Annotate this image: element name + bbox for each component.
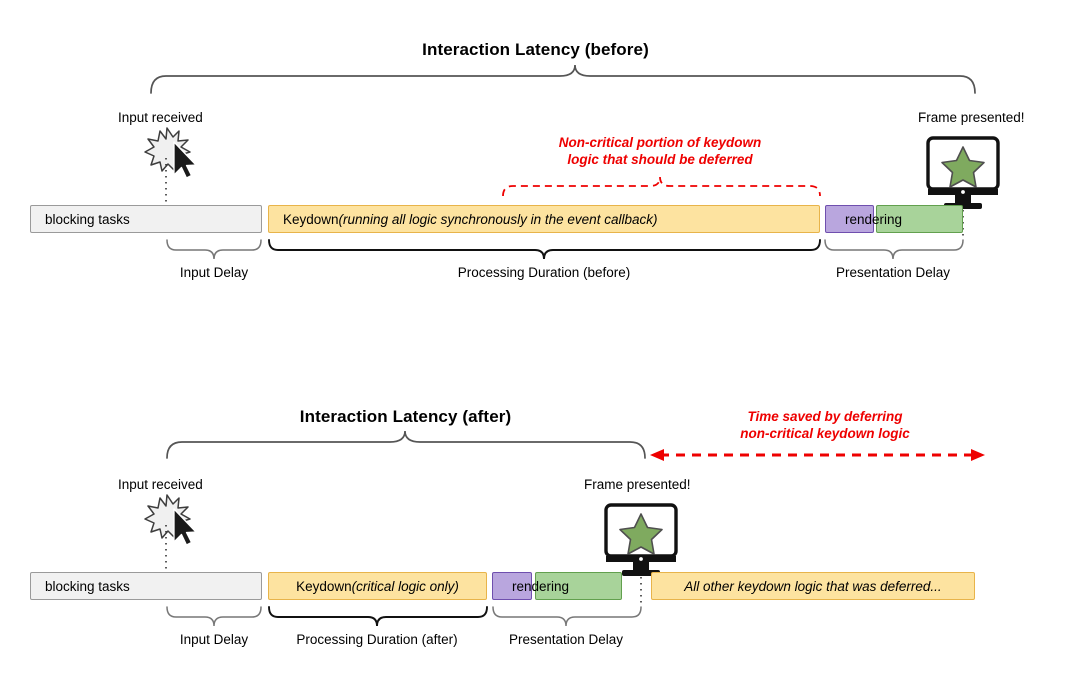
bar-blocking-tasks-before[interactable]: blocking tasks [30,205,262,233]
annotation-time-saved-after: Time saved by deferring non-critical key… [625,408,1025,442]
bar-label: blocking tasks [45,578,130,594]
segment-label-presentation-delay-before: Presentation Delay [835,265,951,280]
bar-blocking-tasks-after[interactable]: blocking tasks [30,572,262,600]
bar-label-italic: (running all logic synchronously in the … [338,211,658,227]
brace-processing-duration-before [268,239,821,260]
annotation-noncritical-before: Non-critical portion of keydown logic th… [460,134,860,168]
brace-presentation-delay-after [492,606,642,627]
section-title-after: Interaction Latency (after) [299,407,512,426]
annotation-line-1: Time saved by deferring [747,409,903,424]
label-frame-presented-before: Frame presented! [918,110,1025,125]
bar-label-plain: Keydown [283,211,339,227]
bar-keydown-after[interactable]: Keydown (critical logic only) [268,572,487,600]
cursor-burst-icon-after [144,494,197,546]
annotation-brace-noncritical [502,176,821,197]
bar-label-rendering-before: rendering [845,212,903,227]
bar-label: All other keydown logic that was deferre… [684,578,942,594]
bar-label-plain: Keydown [296,578,352,594]
brace-interaction-latency-after [166,430,646,459]
bar-rendering-before[interactable] [876,205,963,233]
segment-label-presentation-delay-after: Presentation Delay [508,632,624,647]
brace-processing-duration-after [268,606,488,627]
annotation-arrow-time-saved [650,449,985,461]
brace-interaction-latency-before [150,64,976,94]
monitor-star-icon-before [926,136,1000,209]
bar-deferred-logic-after[interactable]: All other keydown logic that was deferre… [651,572,975,600]
brace-presentation-delay-before [824,239,964,260]
segment-label-processing-duration-before: Processing Duration (before) [457,265,631,280]
segment-label-input-delay-before: Input Delay [179,265,249,280]
bar-keydown-before[interactable]: Keydown (running all logic synchronously… [268,205,820,233]
annotation-line-2: non-critical keydown logic [740,426,910,441]
monitor-star-icon-after [604,503,678,576]
segment-label-input-delay-after: Input Delay [179,632,249,647]
segment-label-processing-duration-after: Processing Duration (after) [296,632,458,647]
annotation-line-2: logic that should be deferred [567,152,753,167]
section-title-before: Interaction Latency (before) [422,40,649,59]
bar-prerender-before[interactable] [825,205,874,233]
label-input-received-after: Input received [118,477,203,492]
annotation-line-1: Non-critical portion of keydown [558,135,762,150]
bar-label: blocking tasks [45,211,130,227]
label-input-received-before: Input received [118,110,203,125]
bar-prerender-after[interactable] [492,572,532,600]
cursor-burst-icon-before [144,127,197,179]
label-frame-presented-after: Frame presented! [584,477,691,492]
bar-label-italic: (critical logic only) [351,578,459,594]
bar-rendering-after[interactable] [535,572,622,600]
brace-input-delay-before [166,239,262,260]
brace-input-delay-after [166,606,262,627]
bar-label-rendering-after: rendering [512,579,570,594]
